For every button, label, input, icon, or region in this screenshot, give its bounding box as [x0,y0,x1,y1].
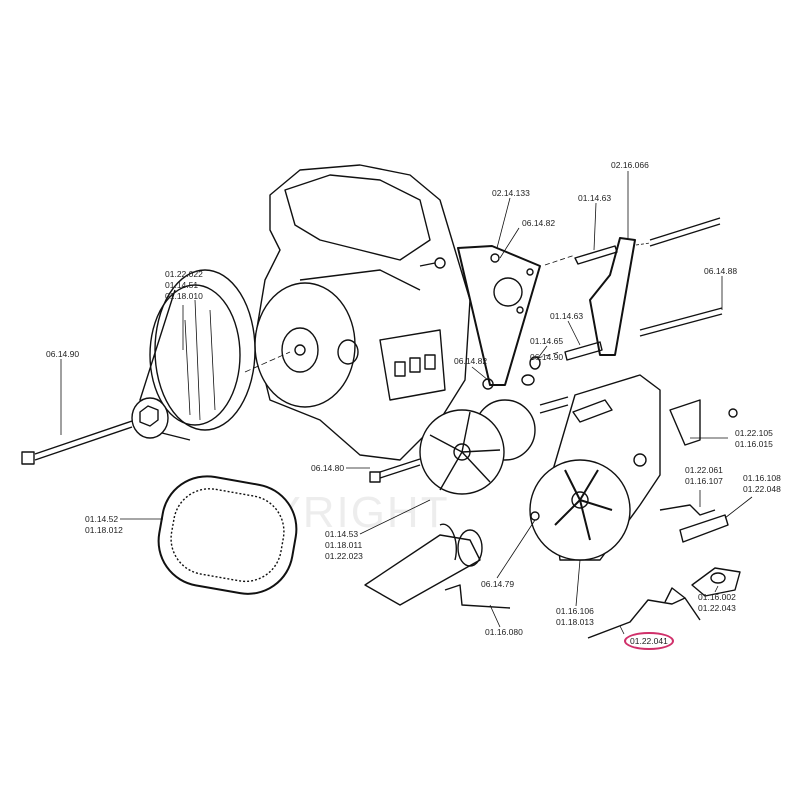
part-number: 01.22.023 [325,551,363,561]
label-plate-bracket[interactable]: 01.16.108 01.22.048 [743,473,781,495]
part-number: 01.16.080 [485,627,523,637]
part-number: 02.14.133 [492,188,530,198]
part-number: 06.14.90 [530,352,564,362]
part-number: 01.22.061 [685,465,723,475]
part-number: 01.18.011 [325,540,363,550]
part-number: 01.18.013 [556,617,594,627]
label-spacer-short[interactable]: 01.14.65 [530,336,563,347]
highlight-ring [624,632,674,650]
label-bolt-mid[interactable]: 06.14.90 [530,352,563,363]
part-number: 06.14.82 [454,356,488,366]
bolt-long-left [21,420,133,465]
label-bolt-long-left[interactable]: 06.14.90 [46,349,79,360]
leader-lines [60,171,753,635]
label-clip-bracket[interactable]: 01.22.061 01.16.107 [685,465,723,487]
part-number: 06.14.90 [46,349,80,359]
drive-pulley [131,269,291,441]
label-nut-lower[interactable]: 06.14.82 [454,356,487,367]
label-bolt-pulley[interactable]: 06.14.80 [311,463,344,474]
label-gearbox[interactable]: 01.16.106 01.18.013 [556,606,594,628]
label-spacer-upper[interactable]: 01.14.63 [578,193,611,204]
part-number: 01.14.52 [85,514,119,524]
label-rubber-mount[interactable]: 01.16.002 01.22.043 [698,592,736,614]
drive-belt [157,475,298,595]
part-number: 06.14.80 [311,463,345,473]
label-bolt-long-right[interactable]: 06.14.88 [704,266,737,277]
part-number: 01.14.63 [550,311,584,321]
part-number: 01.22.022 [165,269,203,279]
part-number: 01.14.53 [325,529,359,539]
bracket-plate [419,245,541,390]
part-number: 06.14.88 [704,266,738,276]
part-number: 01.16.107 [685,476,723,486]
part-number: 01.16.106 [556,606,594,616]
label-rod-small[interactable]: 01.16.080 [485,627,523,638]
engine-block [254,164,471,461]
part-number: 01.14.51 [165,280,199,290]
label-nut-upper[interactable]: 06.14.82 [522,218,555,229]
part-number: 01.16.015 [735,439,773,449]
part-number: 01.22.105 [735,428,773,438]
part-number: 06.14.79 [481,579,515,589]
part-number: 01.14.63 [578,193,612,203]
label-mount-bracket[interactable]: 01.22.105 01.16.015 [735,428,773,450]
part-number: 01.14.65 [530,336,564,346]
part-number: 01.22.043 [698,603,736,613]
part-number: 01.18.010 [165,291,203,301]
label-spacer-lower[interactable]: 01.14.63 [550,311,583,322]
part-number: 01.22.048 [743,484,781,494]
label-driven-pulley[interactable]: 01.14.53 01.18.011 01.22.023 [325,529,363,562]
label-drive-pulley[interactable]: 01.22.022 01.14.51 01.18.010 [165,269,203,302]
gearbox [529,374,738,561]
driven-pulley [369,396,569,495]
label-rod-highlighted[interactable]: 01.22.041 [630,636,668,647]
part-number: 01.22.041 [630,636,668,646]
part-number: 06.14.82 [522,218,556,228]
input-shaft [364,511,540,606]
label-belt[interactable]: 01.14.52 01.18.012 [85,514,123,536]
part-number: 01.16.002 [698,592,736,602]
label-circlip[interactable]: 06.14.79 [481,579,514,590]
part-number: 02.16.066 [611,160,649,170]
support-bracket [521,217,723,386]
part-number: 01.16.108 [743,473,781,483]
label-bracket-support[interactable]: 02.16.066 [611,160,649,171]
part-number: 01.18.012 [85,525,123,535]
label-bracket-plate[interactable]: 02.14.133 [492,188,530,199]
small-brackets [444,504,741,639]
